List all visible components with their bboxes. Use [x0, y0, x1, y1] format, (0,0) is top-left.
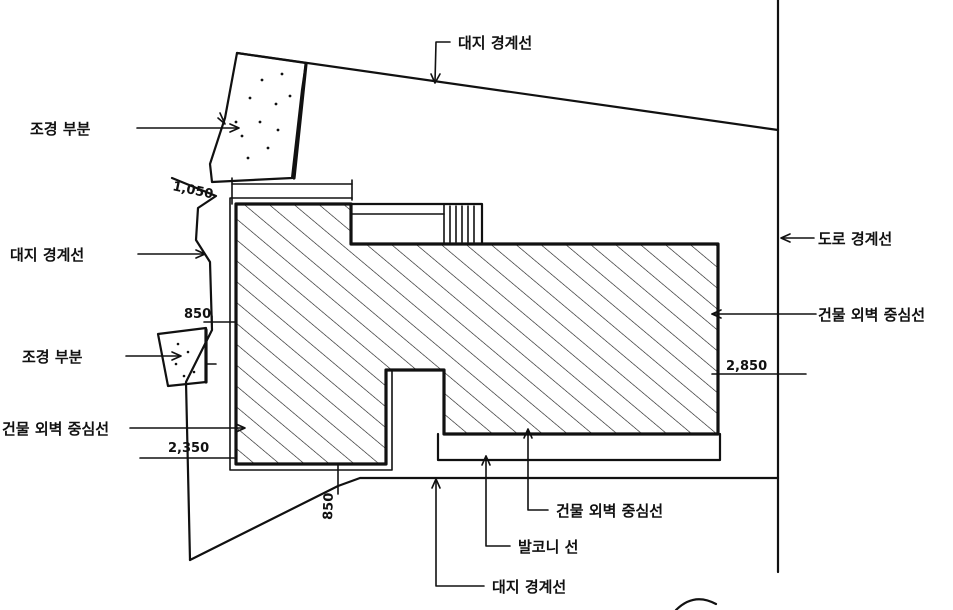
site-boundary-top-arrow — [430, 73, 441, 84]
lower-balcony-outline — [436, 432, 722, 462]
label-road-boundary: 도로 경계선 — [818, 230, 892, 248]
building-centerline-bottom-arrow — [523, 428, 533, 439]
landscape-upper-area — [208, 51, 308, 184]
dim-850-bottom-text: 850 — [321, 492, 337, 520]
site-boundary-top-leader — [434, 41, 451, 83]
stair-treads — [449, 205, 475, 243]
dim-2350-text: 2,350 — [168, 441, 209, 456]
building-centerline-left-arrow — [235, 423, 246, 433]
dim-2850-text: 2,850 — [726, 359, 767, 374]
label-building-centerline-right: 건물 외벽 중심선 — [818, 306, 925, 324]
balcony-line-arrow — [481, 455, 491, 466]
label-balcony-line: 발코니 선 — [518, 538, 578, 556]
label-landscape-upper: 조경 부분 — [30, 120, 91, 138]
landscape-lower-dots — [174, 342, 196, 378]
site-boundary-bottom-line — [188, 476, 780, 562]
dim-850-left-text: 850 — [184, 307, 211, 322]
road-boundary-arrow — [780, 233, 791, 243]
bottom-circle-fragment — [674, 598, 718, 610]
building-outline — [234, 202, 720, 466]
landscape-upper-edge — [292, 62, 308, 180]
dim-1050-text: 1,050 — [171, 179, 214, 202]
label-building-centerline-left: 건물 외벽 중심선 — [2, 420, 109, 438]
site-boundary-left-line — [170, 176, 218, 562]
site-boundary-left-arrow — [195, 249, 206, 259]
label-site-boundary-bottom: 대지 경계선 — [492, 578, 566, 596]
building-centerline-right-arrow — [711, 309, 722, 319]
landscape-upper-dots — [234, 72, 292, 160]
balcony-line-leader — [485, 455, 511, 547]
landscape-lower-arrow — [171, 351, 182, 361]
site-boundary-bottom-leader — [435, 479, 485, 587]
label-site-boundary-top: 대지 경계선 — [458, 34, 532, 52]
landscape-upper-arrow — [229, 123, 240, 133]
building-centerline-bottom-leader — [527, 429, 549, 511]
building-hatch — [236, 204, 718, 464]
site-boundary-bottom-arrow — [431, 478, 441, 489]
landscape-upper-pointer — [217, 112, 226, 125]
label-building-centerline-bottom: 건물 외벽 중심선 — [556, 502, 663, 520]
label-landscape-lower: 조경 부분 — [22, 348, 83, 366]
site-boundary-top-line — [235, 51, 780, 132]
label-site-boundary-left: 대지 경계선 — [10, 246, 84, 264]
